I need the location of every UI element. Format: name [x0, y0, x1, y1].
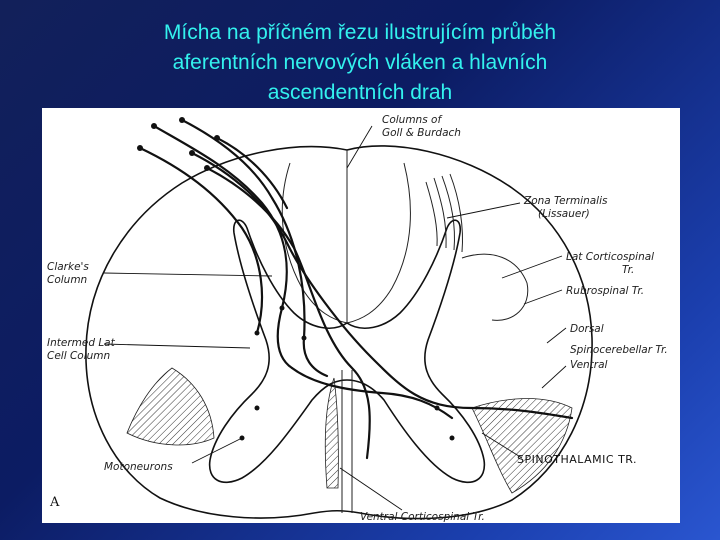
- neuron-dot: [280, 306, 285, 311]
- neuron-dot: [435, 406, 440, 411]
- label-dorsal: Dorsal: [570, 323, 604, 335]
- afferent-fiber-4: [192, 153, 572, 418]
- neuron-dot: [255, 331, 260, 336]
- leader-zona: [447, 203, 520, 218]
- label-spinocerebellar: Spinocerebellar Tr.: [570, 344, 668, 356]
- spinal-cord-figure: Columns of Goll & Burdach Zona Terminali…: [42, 108, 680, 523]
- ventral-corticospinal-hatch: [325, 378, 338, 488]
- leader-ventral-cort: [340, 468, 402, 510]
- goll-burdach-columns: [282, 163, 410, 323]
- leader-ventral-spinocereb: [542, 366, 566, 388]
- ganglion-dot: [214, 135, 220, 141]
- leader-intermed: [104, 344, 250, 348]
- ganglion-dot: [137, 145, 143, 151]
- title-line-1: Mícha na příčném řezu ilustrujícím průbě…: [164, 21, 556, 44]
- lateral-corticospinal-region: [462, 254, 528, 320]
- lissauer-fibers: [426, 174, 463, 252]
- leader-dorsal-spinocereb: [547, 328, 566, 343]
- leader-rubrospinal: [524, 290, 562, 304]
- neuron-dot: [255, 406, 260, 411]
- afferent-fiber-1: [154, 126, 292, 368]
- label-rubrospinal: Rubrospinal Tr.: [566, 285, 644, 297]
- spinal-cord-diagram: Columns of Goll & Burdach Zona Terminali…: [42, 108, 680, 523]
- label-goll-burdach-2: Goll & Burdach: [382, 127, 461, 139]
- label-zona-terminalis: Zona Terminalis: [523, 195, 608, 207]
- slide-title: Mícha na příčném řezu ilustrujícím průbě…: [40, 18, 680, 108]
- ganglion-dot: [189, 150, 195, 156]
- neuron-dot: [302, 336, 307, 341]
- label-ventral: Ventral: [570, 359, 608, 371]
- title-line-2: aferentních nervových vláken a hlavních: [173, 51, 548, 74]
- title-line-3: ascendentních drah: [268, 81, 452, 104]
- ganglion-dot: [179, 117, 185, 123]
- label-intermed-lat: Intermed Lat: [47, 337, 116, 349]
- afferent-fiber-3: [140, 148, 262, 333]
- label-motoneurons: Motoneurons: [104, 461, 173, 473]
- panel-letter: A: [49, 495, 60, 510]
- ganglion-dot: [151, 123, 157, 129]
- label-lat-corticospinal-tr: Tr.: [622, 264, 634, 276]
- label-clarkes: Clarke's: [47, 261, 89, 273]
- ganglion-dot: [204, 165, 210, 171]
- spinothalamic-tract: [472, 399, 572, 493]
- label-spinothalamic: SPINOTHALAMIC TR.: [517, 453, 637, 466]
- neuron-dot: [450, 436, 455, 441]
- leader-lat-corticospinal: [502, 256, 562, 278]
- label-cell-column: Cell Column: [47, 350, 110, 362]
- afferent-fiber-5: [207, 168, 370, 458]
- leader-clarke: [104, 273, 272, 276]
- label-lissauer: (Lissauer): [538, 208, 590, 220]
- label-goll-burdach-1: Columns of: [382, 114, 443, 126]
- label-lat-corticospinal: Lat Corticospinal: [566, 251, 654, 263]
- label-ventral-corticospinal: Ventral Corticospinal Tr.: [360, 511, 485, 523]
- label-clarkes-column: Column: [47, 274, 87, 286]
- ventral-fissure: [342, 370, 352, 513]
- left-ventral-tract-hatch: [127, 368, 214, 445]
